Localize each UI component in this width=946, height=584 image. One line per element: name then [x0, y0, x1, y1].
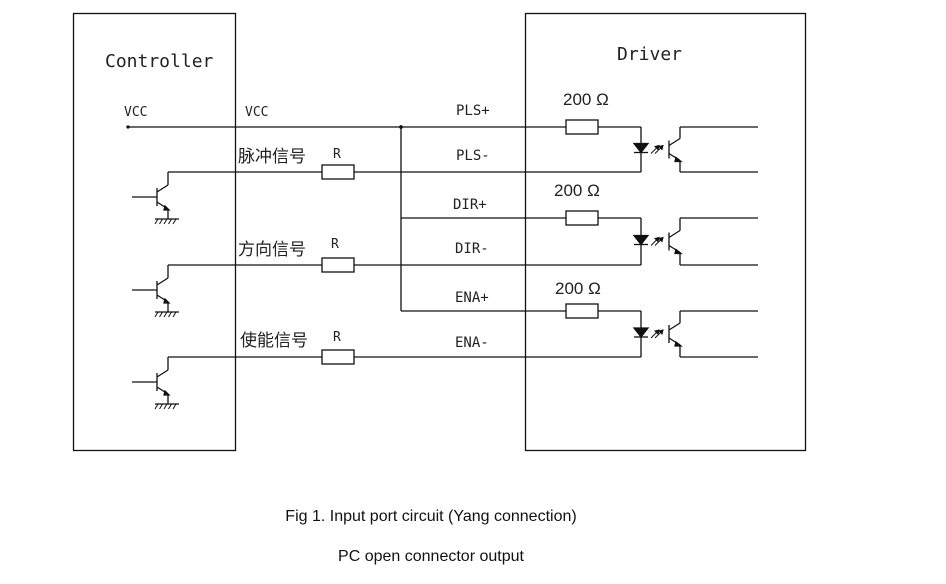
led-icon [632, 327, 650, 339]
driver-box [524, 12, 807, 452]
figure-subtitle: PC open connector output [338, 548, 524, 565]
led-icon [632, 142, 650, 154]
driver-title: Driver [617, 44, 682, 65]
light-emission-icon [650, 329, 664, 339]
terminal-dir-minus: DIR- [455, 241, 489, 257]
resistor-label-pulse: R [333, 147, 341, 162]
npn-transistor-icon-pulse [132, 172, 179, 225]
ground-icon [154, 311, 179, 318]
light-emission-icon [650, 236, 664, 246]
resistor-label-direction: R [331, 237, 339, 252]
controller-title: Controller [105, 51, 214, 72]
terminal-ena-plus: ENA+ [455, 290, 489, 306]
npn-transistor-icon-direction [132, 265, 179, 318]
controller-box [72, 12, 237, 452]
npn-transistor-icon-enable [132, 357, 179, 410]
resistor-label-enable: R [333, 330, 341, 345]
terminal-ena-minus: ENA- [455, 335, 489, 351]
channel-label-pulse: 脉冲信号 [238, 147, 306, 167]
led-icon [632, 234, 650, 246]
optocoupler-channel-ena [565, 303, 758, 358]
phototransistor-icon [668, 127, 683, 172]
wiring-vcc-label: VCC [245, 105, 268, 120]
ground-icon [154, 218, 179, 225]
controller-resistor-pulse [321, 164, 355, 180]
optocoupler-channel-dir [565, 210, 758, 266]
driver-resistor-label-dir: 200 Ω [554, 181, 600, 200]
channel-label-direction: 方向信号 [238, 240, 306, 260]
channel-label-enable: 使能信号 [240, 330, 308, 351]
driver-resistor-label-ena: 200 Ω [555, 279, 601, 298]
phototransistor-icon [668, 218, 683, 265]
figure-caption: Fig 1. Input port circuit (Yang connecti… [285, 508, 577, 525]
terminal-pls-plus: PLS+ [456, 103, 490, 119]
controller-resistor-enable [321, 349, 355, 365]
driver-resistor-pls [565, 119, 599, 135]
optocoupler-channel-pls [565, 119, 758, 173]
controller-vcc-label: VCC [124, 105, 147, 120]
driver-resistor-label-pls: 200 Ω [563, 90, 609, 109]
driver-resistor-ena [565, 303, 599, 319]
phototransistor-icon [668, 311, 683, 357]
ground-icon [154, 403, 179, 410]
vcc-start-dot [126, 125, 130, 129]
light-emission-icon [650, 144, 664, 154]
terminal-pls-minus: PLS- [456, 148, 490, 164]
terminal-dir-plus: DIR+ [453, 197, 487, 213]
controller-resistor-direction [321, 257, 355, 273]
driver-resistor-dir [565, 210, 599, 226]
